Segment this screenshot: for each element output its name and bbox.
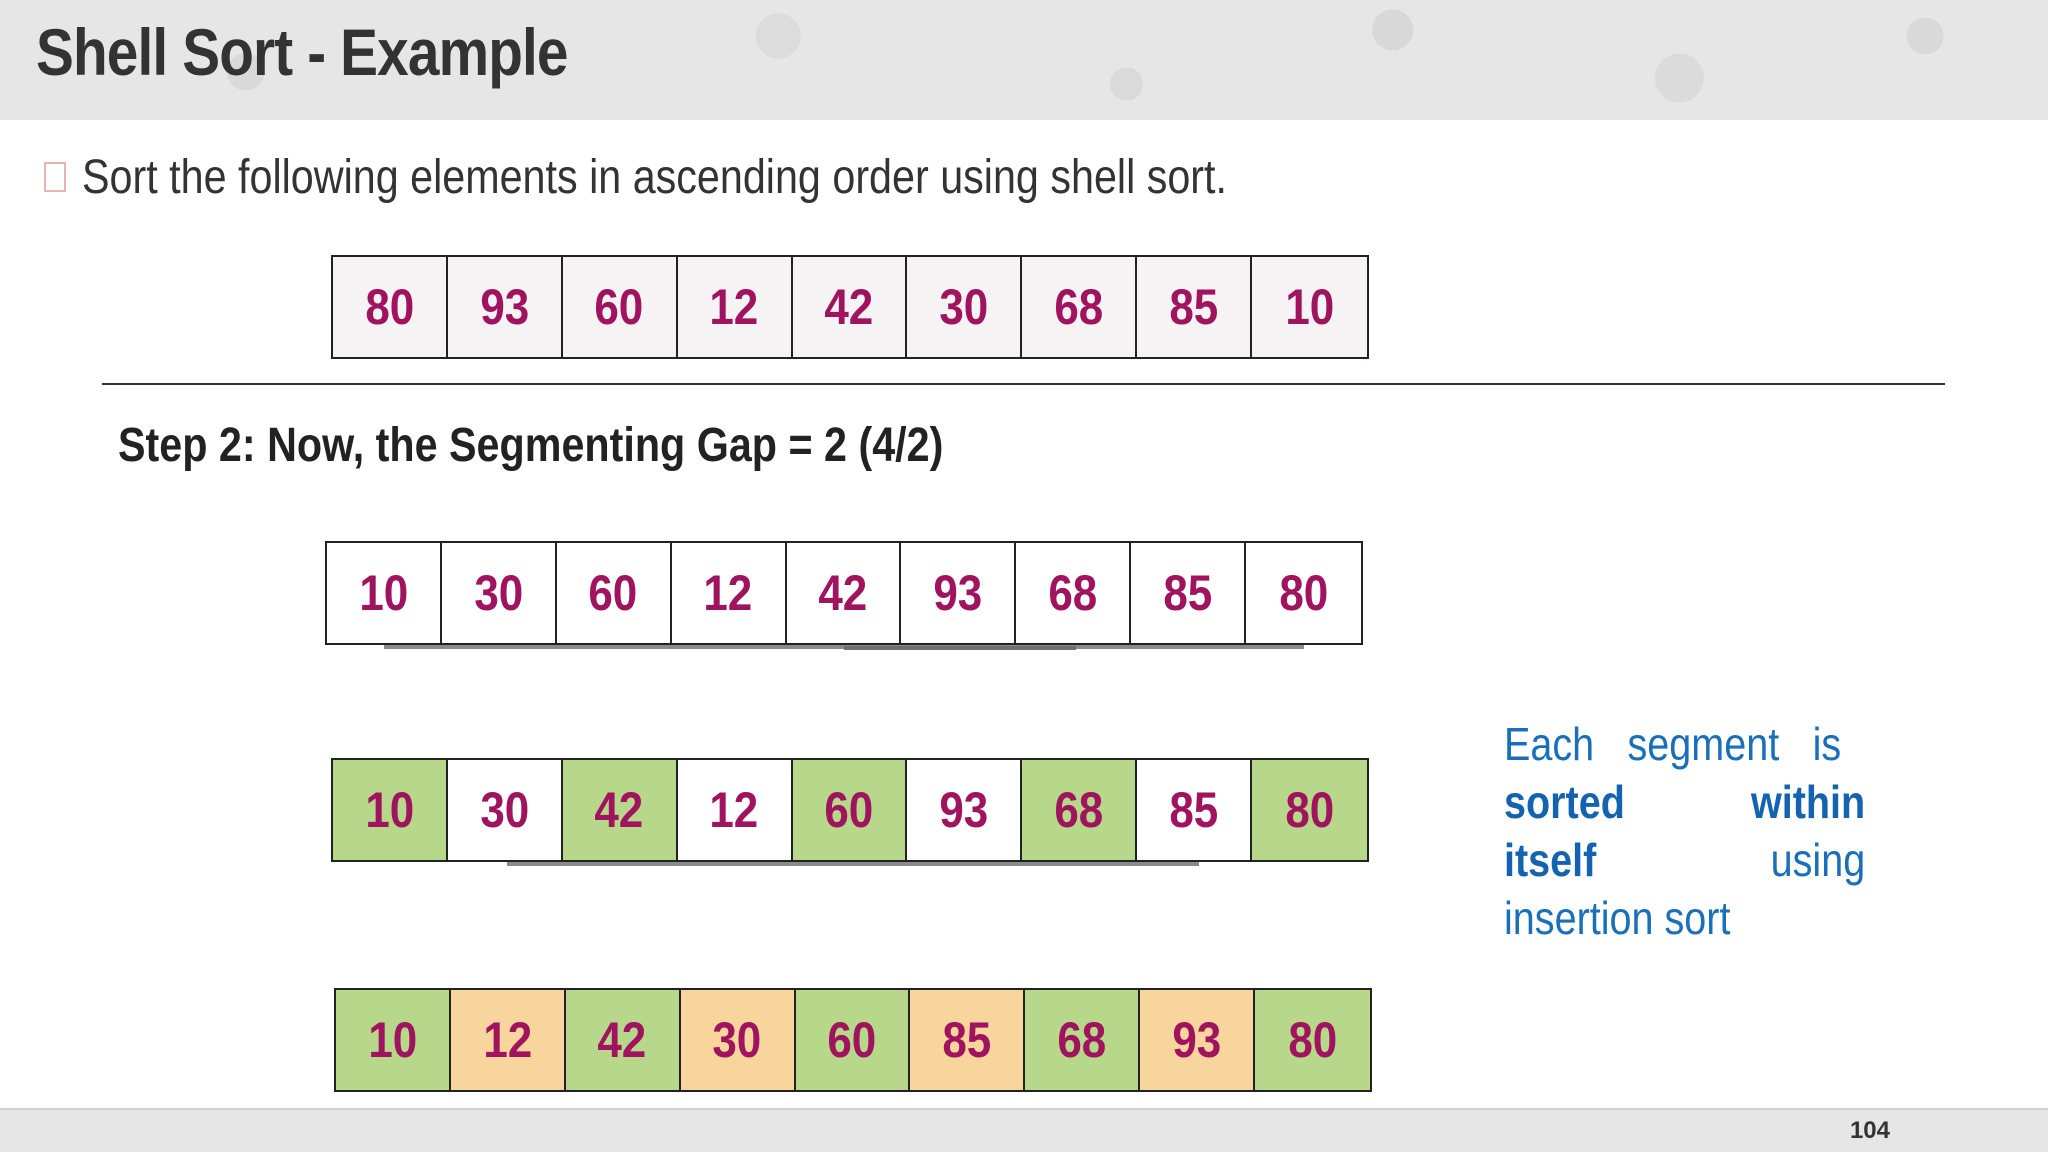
step-heading: Step 2: Now, the Segmenting Gap = 2 (4/2…	[118, 419, 944, 472]
array-cell: 85	[1131, 543, 1247, 643]
header-banner	[0, 0, 2048, 120]
array-cell: 12	[450, 990, 566, 1090]
array-cell: 68	[1025, 990, 1141, 1090]
note-bold-itself: itself	[1504, 834, 1597, 886]
array-cell: 10	[327, 543, 442, 643]
array-cell: 93	[901, 543, 1017, 643]
segment-underline	[844, 646, 1076, 650]
array-cell: 30	[680, 990, 796, 1090]
original-array: 80 93 60 12 42 30 68 85 10	[331, 255, 1369, 359]
array-cell: 93	[447, 257, 563, 357]
array-cell: 42	[565, 990, 681, 1090]
array-cell: 85	[1137, 257, 1253, 357]
array-cell: 12	[677, 257, 793, 357]
section-divider	[102, 383, 1945, 385]
intro-text: Sort the following elements in ascending…	[82, 151, 1227, 204]
array-cell: 42	[792, 257, 908, 357]
array-cell: 42	[562, 760, 678, 860]
array-cell: 60	[792, 760, 908, 860]
array-cell: 12	[677, 760, 793, 860]
array-cell: 68	[1016, 543, 1132, 643]
note-line-4: insertion sort	[1504, 892, 1731, 944]
step-start-array: 10 30 60 12 42 93 68 85 80	[325, 541, 1363, 645]
array-cell: 30	[441, 543, 557, 643]
array-cell: 10	[333, 760, 448, 860]
explanation-note: Each segment is sorted within itself usi…	[1504, 715, 1866, 947]
array-cell: 60	[562, 257, 678, 357]
array-cell: 30	[447, 760, 563, 860]
note-bold-within: within	[1750, 776, 1866, 828]
note-bold-sorted: sorted	[1504, 776, 1625, 828]
array-cell: 93	[907, 760, 1023, 860]
array-cell: 68	[1022, 760, 1138, 860]
array-cell: 60	[795, 990, 911, 1090]
slide-title: Shell Sort - Example	[36, 15, 569, 89]
footer-bar	[0, 1108, 2048, 1152]
segment-underline	[507, 862, 1199, 866]
array-cell: 80	[1246, 543, 1362, 643]
array-cell: 93	[1140, 990, 1256, 1090]
array-cell: 80	[333, 257, 448, 357]
array-cell: 80	[1255, 990, 1371, 1090]
note-using: using	[1770, 834, 1866, 886]
segment-b-sorted-array: 10 12 42 30 60 85 68 93 80	[334, 988, 1372, 1092]
bullet-square-icon	[44, 162, 66, 192]
page-number: 104	[1849, 1117, 1890, 1144]
array-cell: 10	[336, 990, 451, 1090]
array-cell: 80	[1252, 760, 1368, 860]
array-cell: 60	[556, 543, 672, 643]
array-cell: 42	[786, 543, 902, 643]
array-cell: 85	[1137, 760, 1253, 860]
note-line-1: Each segment is	[1504, 718, 1842, 770]
array-cell: 30	[907, 257, 1023, 357]
array-cell: 12	[671, 543, 787, 643]
array-cell: 68	[1022, 257, 1138, 357]
array-cell: 85	[910, 990, 1026, 1090]
segment-a-sorted-array: 10 30 42 12 60 93 68 85 80	[331, 758, 1369, 862]
array-cell: 10	[1252, 257, 1368, 357]
